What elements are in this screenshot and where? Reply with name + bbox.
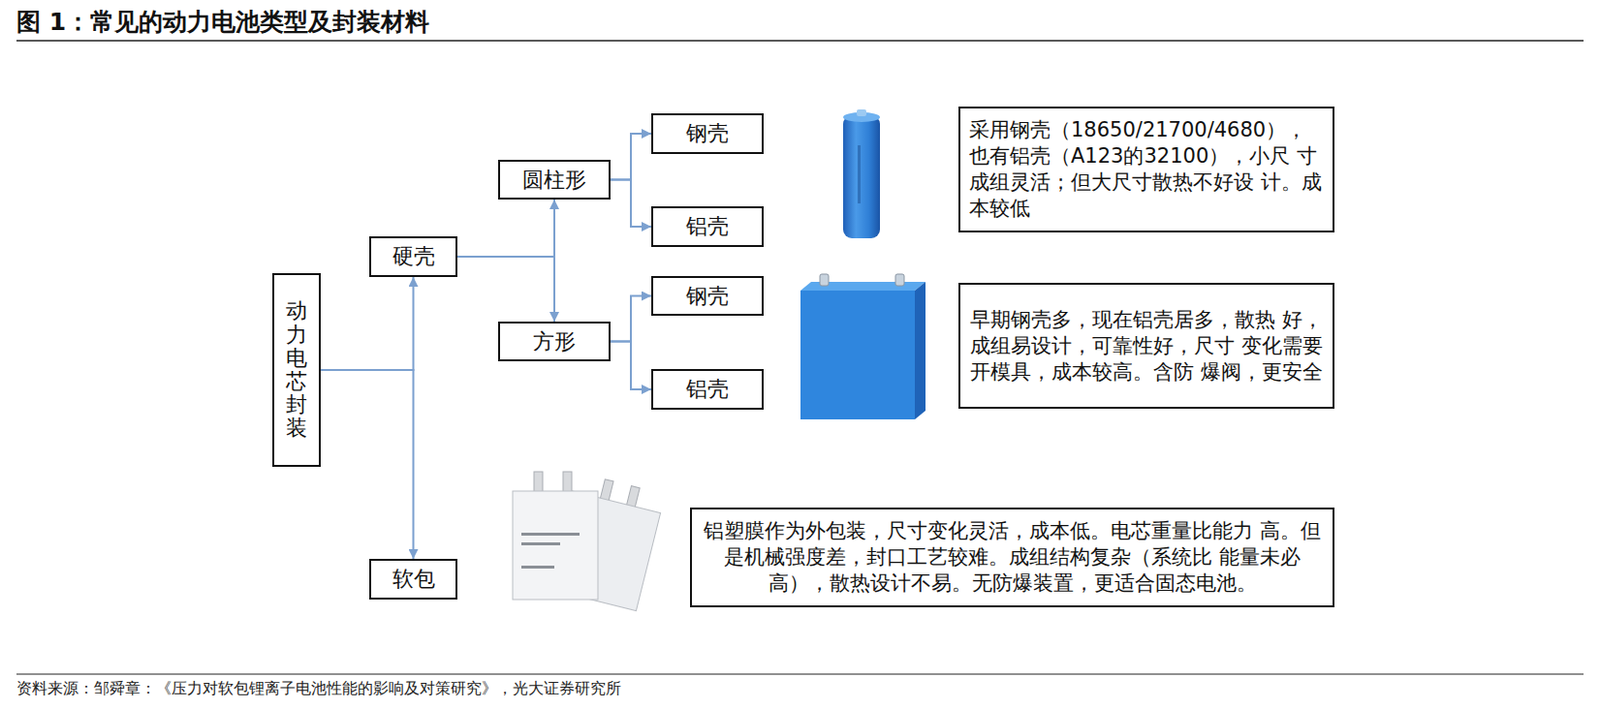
connector-arrow [320,370,414,560]
figure-title: 图 1：常见的动力电池类型及封装材料 [16,5,430,38]
cell-print [857,145,861,204]
connector-arrow [610,342,652,391]
connector-arrow [610,133,652,181]
category-box: 硬壳 [369,236,458,278]
cell-terminal [895,274,905,286]
node-text: 早期钢壳多，现在铝壳居多，散热 好，成组易设计，可靠性好，尺寸 变化需要开模具，… [969,307,1324,386]
node-text: 圆柱形 [522,166,587,194]
node-text: 动力电芯封装 [285,299,308,440]
node-text: 钢壳 [686,120,729,148]
node-text: 铝塑膜作为外包装，尺寸变化灵活，成本低。电芯重量比能力 高。但是机械强度差，封口… [700,518,1324,597]
footer-rule [16,673,1584,675]
node-text: 硬壳 [392,243,436,271]
pouch-cells [512,471,665,612]
cylindrical-cell [843,109,880,239]
root-box: 动力电芯封装 [272,273,321,468]
node-text: 铝壳 [686,213,729,241]
prismatic-cell [800,274,926,420]
pouch-print [521,542,561,546]
cell-terminal [856,109,867,117]
pouch-tab [563,471,572,494]
pouch-tab [533,471,543,494]
description-box: 铝塑膜作为外包装，尺寸变化灵活，成本低。电芯重量比能力 高。但是机械强度差，封口… [690,507,1335,608]
node-text: 方形 [533,328,576,356]
shape-box: 方形 [498,321,611,362]
connector-arrow [457,256,555,322]
pouch-print [521,533,580,536]
shape-box: 圆柱形 [498,159,611,200]
title-rule [16,39,1584,42]
connector-arrow [610,296,652,343]
node-text: 钢壳 [686,282,729,311]
connector-arrow [610,180,652,228]
pouch-print [521,565,555,569]
description-box: 采用钢壳（18650/21700/4680）， 也有铝壳（A123的32100）… [958,106,1335,233]
material-box: 钢壳 [651,276,764,316]
pouch-body [512,491,598,600]
material-box: 铝壳 [651,369,764,410]
cell-front [800,290,915,420]
node-text: 软包 [392,565,436,594]
node-text: 采用钢壳（18650/21700/4680）， 也有铝壳（A123的32100）… [969,117,1324,222]
category-box: 软包 [369,559,458,600]
material-box: 铝壳 [651,206,764,248]
cell-side [914,282,926,420]
cell-terminal [819,274,829,286]
connector-arrow [457,199,555,257]
material-box: 钢壳 [651,113,764,155]
description-box: 早期钢壳多，现在铝壳居多，散热 好，成组易设计，可靠性好，尺寸 变化需要开模具，… [958,282,1335,409]
node-text: 铝壳 [686,376,729,404]
cell-body [843,115,880,239]
source-note: 资料来源：邹舜章：《压力对软包锂离子电池性能的影响及对策研究》，光大证券研究所 [16,679,622,700]
connector-arrow [320,277,414,371]
cell-top [800,282,926,291]
